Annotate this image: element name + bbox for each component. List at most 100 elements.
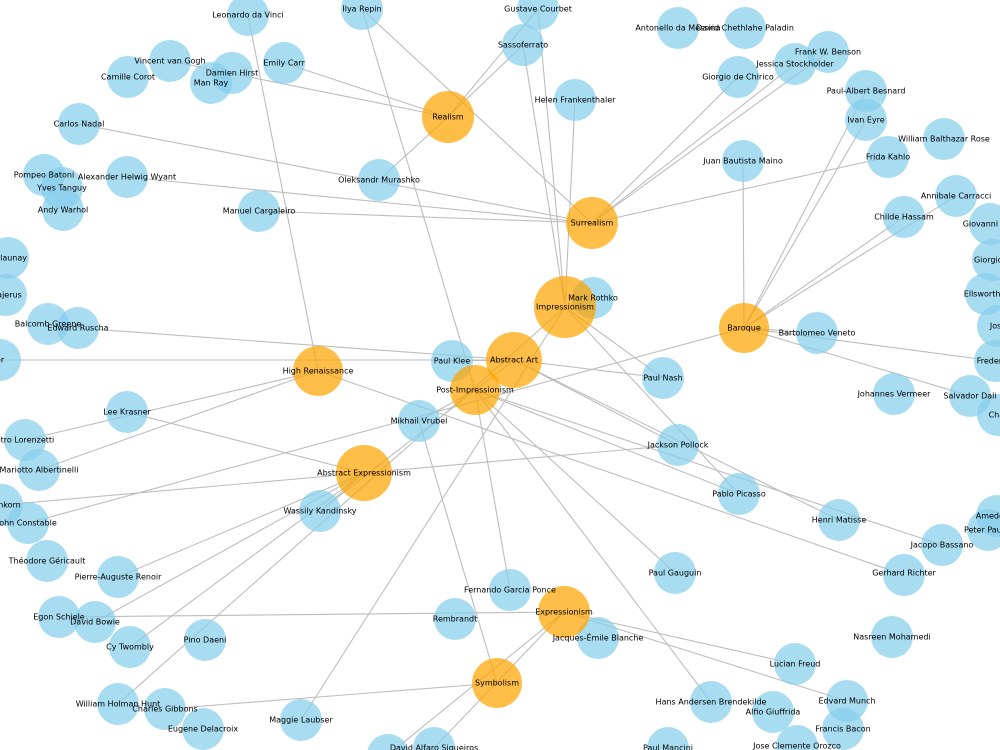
artist-label: Théodore Géricault — [8, 556, 86, 566]
artist-node[interactable] — [873, 373, 915, 415]
style-node[interactable] — [450, 365, 500, 415]
artist-node[interactable] — [0, 274, 27, 316]
style-node[interactable] — [472, 658, 522, 708]
artist-node[interactable] — [18, 449, 60, 491]
artist-node[interactable] — [358, 159, 400, 201]
artist-node[interactable] — [398, 400, 440, 442]
artist-node[interactable] — [818, 499, 860, 541]
artist-node[interactable] — [977, 305, 1000, 347]
artist-node[interactable] — [42, 189, 84, 231]
edge-line — [742, 160, 745, 329]
artist-label: Jessica Stockholder — [755, 60, 834, 69]
artist-node[interactable] — [190, 62, 232, 104]
edge-line — [474, 389, 943, 546]
artist-node[interactable] — [657, 424, 699, 466]
artist-node[interactable] — [965, 273, 1000, 315]
artist-label: Childe Hassam — [874, 213, 934, 222]
artist-node[interactable] — [107, 56, 149, 98]
artist-node[interactable] — [972, 239, 1000, 281]
artist-node[interactable] — [967, 509, 1000, 551]
artist-node[interactable] — [434, 598, 476, 640]
artist-node[interactable] — [642, 357, 684, 399]
artist-node[interactable] — [577, 617, 619, 659]
style-node[interactable] — [293, 346, 343, 396]
artist-node[interactable] — [977, 394, 1000, 436]
artist-label: Fernando Garcia Ponce — [464, 586, 556, 595]
artist-node[interactable] — [341, 0, 383, 30]
artist-node[interactable] — [776, 725, 818, 750]
artist-label: Paul-Albert Besnard — [827, 87, 906, 96]
artist-label: Lee Krasner — [103, 408, 151, 417]
artist-label: David Bowie — [70, 618, 120, 627]
artist-node[interactable] — [280, 699, 322, 741]
style-node[interactable] — [566, 197, 618, 249]
artist-node[interactable] — [97, 683, 139, 725]
artist-node[interactable] — [227, 0, 269, 36]
artist-node[interactable] — [367, 734, 409, 750]
artist-node[interactable] — [647, 727, 689, 750]
artist-node[interactable] — [923, 118, 965, 160]
artist-node[interactable] — [109, 626, 151, 668]
artist-node[interactable] — [722, 140, 764, 182]
artist-node[interactable] — [724, 7, 766, 49]
style-node[interactable] — [422, 91, 474, 143]
artist-node[interactable] — [654, 552, 696, 594]
artist-node[interactable] — [7, 502, 49, 544]
artist-label: Egon Schiele — [33, 613, 85, 622]
artist-node[interactable] — [867, 136, 909, 178]
artist-node[interactable] — [517, 0, 559, 30]
artist-node[interactable] — [97, 556, 139, 598]
edge-line — [474, 389, 712, 703]
artist-node[interactable] — [182, 708, 224, 750]
artist-node[interactable] — [413, 727, 455, 750]
artist-node[interactable] — [935, 175, 977, 217]
artist-node[interactable] — [718, 473, 760, 515]
artist-node[interactable] — [74, 601, 116, 643]
artist-node[interactable] — [974, 340, 1000, 382]
artist-node[interactable] — [883, 554, 925, 596]
artist-node[interactable] — [774, 43, 816, 85]
artist-node[interactable] — [57, 307, 99, 349]
artist-node[interactable] — [822, 708, 864, 750]
edge-line — [591, 63, 796, 224]
artist-node[interactable] — [58, 103, 100, 145]
artist-node[interactable] — [184, 619, 226, 661]
artist-node[interactable] — [752, 691, 794, 733]
artist-node[interactable] — [0, 237, 29, 279]
artist-node[interactable] — [299, 490, 341, 532]
artist-node[interactable] — [657, 7, 699, 49]
artist-node[interactable] — [969, 203, 1000, 245]
style-node[interactable] — [336, 445, 392, 501]
artist-node[interactable] — [238, 190, 280, 232]
edge-line — [27, 327, 745, 524]
artist-node[interactable] — [921, 524, 963, 566]
artist-label: Vincent van Gogh — [134, 57, 205, 66]
artist-node[interactable] — [144, 688, 186, 730]
style-node[interactable] — [534, 276, 596, 338]
artist-node[interactable] — [106, 391, 148, 433]
artist-node[interactable] — [796, 312, 838, 354]
artist-node[interactable] — [845, 70, 887, 112]
artist-node[interactable] — [871, 616, 913, 658]
artist-node[interactable] — [883, 196, 925, 238]
edge-line — [361, 8, 476, 391]
artist-node[interactable] — [690, 681, 732, 723]
style-node[interactable] — [486, 332, 542, 388]
artist-node[interactable] — [149, 40, 191, 82]
artist-node[interactable] — [106, 156, 148, 198]
artist-node[interactable] — [38, 596, 80, 638]
artist-node[interactable] — [0, 339, 21, 381]
artist-node[interactable] — [554, 79, 596, 121]
style-node[interactable] — [719, 303, 769, 353]
artist-node[interactable] — [502, 24, 544, 66]
artist-node[interactable] — [489, 569, 531, 611]
artist-label: Francis Bacon — [815, 725, 870, 734]
style-label: High Renaissance — [283, 367, 354, 376]
style-node[interactable] — [538, 586, 590, 638]
artist-node[interactable] — [26, 540, 68, 582]
artist-node[interactable] — [774, 643, 816, 685]
artist-node[interactable] — [807, 31, 849, 73]
artist-node[interactable] — [717, 56, 759, 98]
artist-node[interactable] — [845, 99, 887, 141]
artist-node[interactable] — [263, 42, 305, 84]
